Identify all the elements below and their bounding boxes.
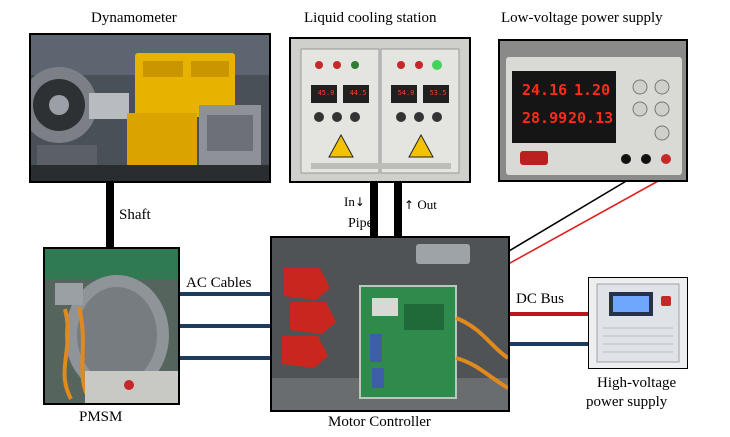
pipe-in-text: In <box>344 194 355 209</box>
lv-readout-voltage-1: 24.16 <box>522 81 568 99</box>
hv-supply-label-line1: High-voltage <box>597 375 677 391</box>
cooling-readout-3: 54.0 <box>397 89 415 97</box>
arrow-down-icon: ↓ <box>354 195 365 209</box>
shaft-label: Shaft <box>119 207 151 223</box>
motor-controller-label: Motor Controller <box>328 414 431 430</box>
dc-bus-label: DC Bus <box>516 291 564 307</box>
dynamometer-label: Dynamometer <box>91 10 177 26</box>
cooling-station-photo: 45.0 44.5 54.0 53.5 <box>289 37 471 183</box>
lv-supply-label: Low-voltage power supply <box>501 10 663 26</box>
cooling-readout-1: 45.0 <box>317 89 335 97</box>
hv-supply-label-line2: power supply <box>586 394 668 410</box>
pipe-out-label: ↑ Out <box>404 198 437 211</box>
arrow-up-icon: ↑ <box>404 198 415 212</box>
pipe-out-text: Out <box>417 197 437 212</box>
pipe-in-label: In↓ <box>344 195 365 208</box>
ac-cables-label: AC Cables <box>186 275 252 291</box>
lv-readout-current-2: 20.13 <box>568 109 614 127</box>
cooling-station-label: Liquid cooling station <box>304 10 437 26</box>
cooling-readout-4: 53.5 <box>429 89 447 97</box>
pipes-label: Pipes <box>348 216 379 231</box>
pmsm-label: PMSM <box>79 409 123 425</box>
motor-controller-photo <box>270 236 510 412</box>
hv-supply-photo <box>588 277 688 369</box>
lv-supply-photo: 24.16 1.20 28.99 20.13 <box>498 39 688 182</box>
cooling-readout-2: 44.5 <box>349 89 367 97</box>
lv-readout-current-1: 1.20 <box>574 81 611 99</box>
lv-readout-voltage-2: 28.99 <box>522 109 568 127</box>
dynamometer-photo <box>29 33 271 183</box>
pmsm-photo <box>43 247 180 405</box>
